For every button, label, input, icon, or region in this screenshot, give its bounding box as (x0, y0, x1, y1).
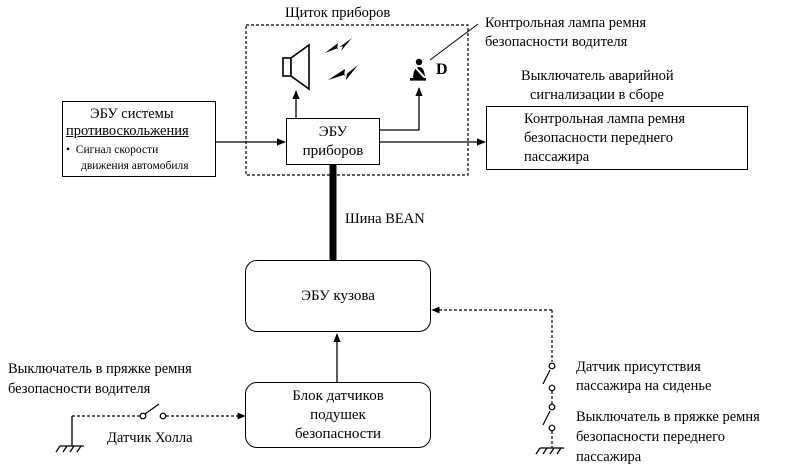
ground-icon (55, 416, 84, 453)
passenger-lamp-line1: Контрольная лампа ремня (524, 111, 686, 127)
instrument-panel-frame (245, 24, 469, 176)
meter-ecu-line1: ЭБУ (318, 123, 348, 140)
ground-icon (535, 447, 564, 455)
wire (380, 87, 423, 131)
occupant-line2: пассажира на сиденье (576, 378, 712, 394)
occupant-line1: Датчик присутствия (576, 359, 701, 375)
hall-sensor-label: Датчик Холла (107, 430, 193, 446)
passenger-lamp-box: Контрольная лампа ремня безопасности пер… (486, 106, 748, 170)
driver-lamp-line1: Контрольная лампа ремня (485, 15, 647, 31)
abs-speed-bullet2: движения автомобиля (81, 160, 189, 172)
seatbelt-icon (409, 57, 427, 82)
abs-ecu-box: ЭБУ системы противоскольжения • Сигнал с… (62, 101, 216, 177)
body-ecu-label: ЭБУ кузова (301, 287, 375, 304)
abs-speed-bullet: • Сигнал скорости (66, 144, 159, 156)
driver-lamp-letter: D (436, 61, 448, 78)
passenger-buckle-line1: Выключатель в пряжке ремня (576, 409, 760, 425)
hazard-line2: сигнализации в сборе (530, 87, 664, 103)
meter-ecu-box: ЭБУ приборов (286, 118, 380, 165)
leader-line (429, 23, 479, 61)
switch-icon (72, 403, 246, 420)
driver-lamp-line2: безопасности водителя (485, 34, 628, 50)
passenger-buckle-line2: безопасности переднего (576, 429, 725, 445)
bus-label: Шина BEAN (345, 211, 425, 227)
passenger-lamp-line2: безопасности переднего (524, 130, 673, 146)
passenger-lamp-line3: пассажира (524, 149, 590, 165)
driver-buckle-line1: Выключатель в пряжке ремня (8, 361, 192, 377)
driver-buckle-line2: безопасности водителя (8, 381, 151, 397)
abs-ecu-line2: противоскольжения (66, 123, 189, 139)
airbag-sensor-box: Блок датчиков подушек безопасности (245, 382, 431, 448)
panel-title: Щиток приборов (285, 5, 391, 21)
hazard-line1: Выключатель аварийной (521, 68, 674, 84)
airbag-line2: подушек (310, 406, 366, 423)
airbag-line3: безопасности (294, 425, 382, 442)
meter-ecu-line2: приборов (302, 142, 364, 159)
abs-ecu-line1: ЭБУ системы (90, 106, 174, 122)
airbag-line1: Блок датчиков (292, 387, 384, 404)
body-ecu-box: ЭБУ кузова (245, 260, 431, 332)
switch-icon (431, 306, 556, 448)
lightning-icon (325, 38, 358, 80)
speaker-icon (282, 43, 310, 91)
passenger-buckle-line3: пассажира (576, 449, 642, 465)
